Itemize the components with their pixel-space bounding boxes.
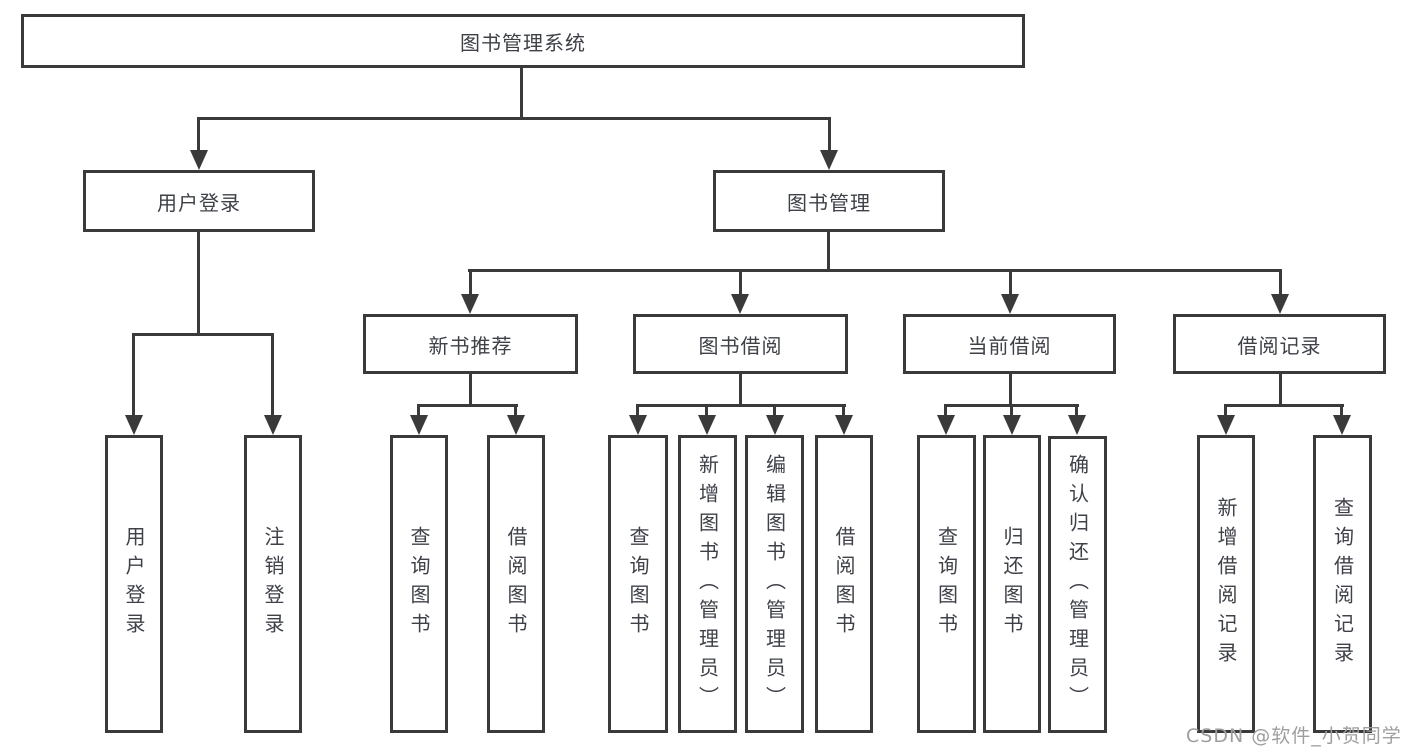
leaf-label: 查询图书 (626, 526, 650, 642)
arrowhead-icon (264, 415, 282, 435)
leaf-label: 确认归还（管理员） (1065, 454, 1090, 715)
arrowhead-icon (1003, 415, 1021, 435)
leaf-query-books-recommend: 查询图书 (390, 435, 448, 733)
leaf-query-books-current: 查询图书 (917, 435, 976, 733)
connector-line (1224, 404, 1344, 407)
leaf-label: 查询图书 (407, 526, 431, 642)
arrowhead-icon (190, 150, 208, 170)
connector-line (520, 68, 523, 119)
node-label: 图书管理 (787, 190, 871, 215)
connector-line (469, 269, 472, 296)
leaf-label: 新增图书（管理员） (695, 453, 720, 715)
arrowhead-icon (1271, 294, 1289, 314)
leaf-add-books-admin: 新增图书（管理员） (678, 435, 737, 733)
leaf-borrow-books-borrowing: 借阅图书 (815, 435, 873, 733)
connector-line (1010, 404, 1013, 417)
connector-line (132, 333, 274, 336)
node-current-borrowing: 当前借阅 (903, 314, 1116, 374)
arrowhead-icon (731, 294, 749, 314)
arrowhead-icon (410, 415, 428, 435)
leaf-edit-books-admin: 编辑图书（管理员） (745, 435, 804, 733)
node-label: 图书管理系统 (460, 30, 586, 55)
connector-line (1009, 373, 1012, 407)
leaf-add-borrow-record: 新增借阅记录 (1197, 435, 1255, 733)
leaf-query-borrow-record: 查询借阅记录 (1313, 435, 1372, 733)
node-user-login: 用户登录 (83, 170, 315, 232)
arrowhead-icon (1333, 415, 1351, 435)
connector-line (514, 404, 517, 417)
arrowhead-icon (1068, 415, 1086, 435)
connector-line (842, 404, 845, 417)
arrowhead-icon (937, 415, 955, 435)
connector-line (705, 404, 708, 417)
connector-line (1075, 404, 1078, 417)
leaf-label: 归还图书 (1000, 526, 1024, 642)
arrowhead-icon (698, 415, 716, 435)
arrowhead-icon (820, 150, 838, 170)
connector-line (828, 117, 831, 152)
leaf-label: 查询借阅记录 (1330, 497, 1355, 671)
node-borrowing-records: 借阅记录 (1173, 314, 1386, 374)
leaf-label: 注销登录 (261, 526, 285, 642)
connector-line (417, 404, 518, 407)
connector-line (1009, 269, 1012, 296)
arrowhead-icon (835, 415, 853, 435)
node-label: 图书借阅 (698, 333, 783, 358)
csdn-watermark: CSDN @软件_小贺同学 (1186, 725, 1402, 747)
leaf-label: 用户登录 (122, 526, 146, 642)
connector-line (469, 373, 472, 407)
connector-line (1340, 404, 1343, 417)
leaf-label: 借阅图书 (832, 526, 856, 642)
leaf-user-login: 用户登录 (105, 435, 163, 733)
leaf-query-books-borrowing: 查询图书 (608, 435, 668, 733)
node-label: 当前借阅 (967, 333, 1052, 358)
arrowhead-icon (766, 415, 784, 435)
arrowhead-icon (507, 415, 525, 435)
leaf-label: 查询图书 (934, 526, 959, 642)
connector-line (468, 269, 1282, 272)
arrowhead-icon (125, 415, 143, 435)
connector-line (132, 333, 135, 417)
connector-line (197, 117, 831, 120)
arrowhead-icon (1001, 294, 1019, 314)
connector-line (636, 404, 846, 407)
connector-line (197, 232, 200, 336)
leaf-borrow-books-recommend: 借阅图书 (487, 435, 545, 733)
arrowhead-icon (461, 294, 479, 314)
node-label: 新书推荐 (428, 333, 513, 358)
node-label: 用户登录 (157, 190, 241, 215)
leaf-label: 编辑图书（管理员） (762, 453, 787, 715)
connector-line (773, 404, 776, 417)
node-library-management-system: 图书管理系统 (21, 14, 1025, 68)
connector-line (1279, 373, 1282, 407)
node-book-management: 图书管理 (713, 170, 945, 232)
connector-line (197, 117, 200, 152)
node-label: 借阅记录 (1237, 333, 1322, 358)
node-book-borrowing: 图书借阅 (633, 314, 848, 374)
arrowhead-icon (629, 415, 647, 435)
connector-line (944, 404, 947, 417)
leaf-logout: 注销登录 (244, 435, 302, 733)
connector-line (1279, 269, 1282, 296)
connector-line (1224, 404, 1227, 417)
connector-line (739, 373, 742, 407)
node-new-book-recommend: 新书推荐 (363, 314, 578, 374)
connector-line (636, 404, 639, 417)
leaf-label: 新增借阅记录 (1214, 497, 1238, 671)
leaf-label: 借阅图书 (504, 526, 528, 642)
connector-line (271, 333, 274, 417)
arrowhead-icon (1217, 415, 1235, 435)
leaf-return-books: 归还图书 (983, 435, 1041, 733)
connector-line (417, 404, 420, 417)
connector-line (739, 269, 742, 296)
leaf-confirm-return-admin: 确认归还（管理员） (1048, 436, 1107, 733)
connector-line (827, 232, 830, 272)
